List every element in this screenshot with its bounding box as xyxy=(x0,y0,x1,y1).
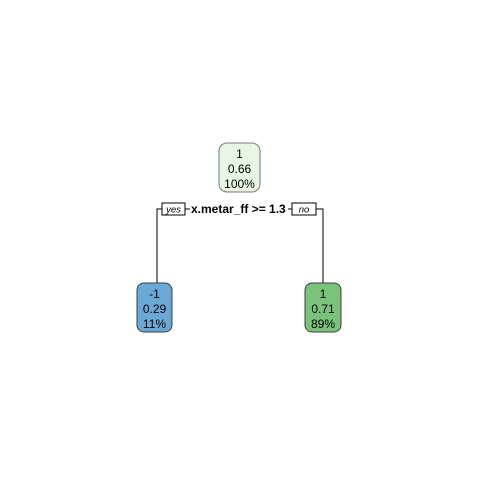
root-node-prob: 0.66 xyxy=(228,162,252,176)
root-node-percent: 100% xyxy=(224,177,255,191)
root-node-class: 1 xyxy=(236,147,243,161)
left-leaf-node: -1 0.29 11% xyxy=(136,282,173,333)
right-edge xyxy=(316,208,324,284)
left-leaf-box xyxy=(136,282,173,333)
no-box xyxy=(291,202,317,216)
right-leaf-class: 1 xyxy=(320,287,327,301)
yes-box xyxy=(161,202,186,216)
right-leaf-percent: 89% xyxy=(311,317,335,331)
split-condition: x.metar_ff >= 1.3 xyxy=(191,202,286,216)
tree-edges xyxy=(156,208,324,284)
right-leaf-box xyxy=(304,282,342,333)
split: yes x.metar_ff >= 1.3 no xyxy=(161,202,317,216)
no-label: no xyxy=(299,205,310,216)
right-leaf-node: 1 0.71 89% xyxy=(304,282,342,333)
left-leaf-percent: 11% xyxy=(143,317,166,331)
root-node: 1 0.66 100% xyxy=(218,142,261,193)
left-leaf-prob: 0.29 xyxy=(143,302,167,316)
root-node-box xyxy=(218,142,261,193)
left-edge xyxy=(156,208,162,284)
right-leaf-prob: 0.71 xyxy=(311,302,335,316)
yes-label: yes xyxy=(165,205,181,216)
left-leaf-class: -1 xyxy=(149,287,160,301)
